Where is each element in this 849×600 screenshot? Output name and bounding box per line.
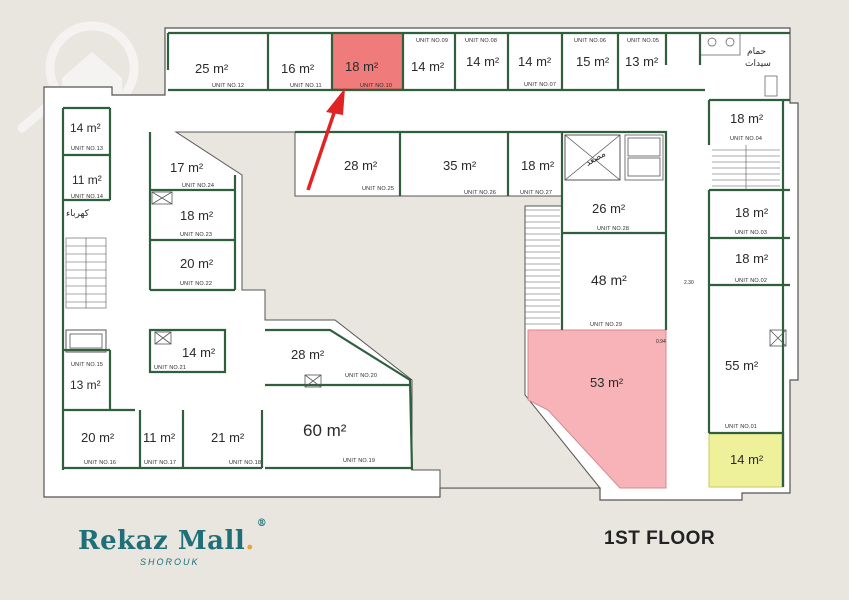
floor-label: 1ST FLOOR [604,528,716,549]
room-unit-01: UNIT NO.01 [725,424,757,430]
room-unit-23: UNIT NO.23 [180,232,212,238]
room-area-05: 13 m² [625,54,659,69]
stairs-left [65,237,107,309]
atrium-void [174,131,602,489]
room-area-04: 18 m² [730,111,764,126]
room-area-26: 35 m² [443,158,477,173]
room-unit-29: UNIT NO.29 [590,322,622,328]
dimension-a: 2.30 [684,280,694,286]
room-unit-03: UNIT NO.03 [735,230,767,236]
red-arrow [306,88,345,191]
room-unit-26: UNIT NO.26 [464,190,496,196]
room-area-22: 20 m² [180,256,214,271]
room-area-yellow: 14 m² [730,452,764,467]
room-area-53: 53 m² [590,375,624,390]
room-unit-17: UNIT NO.17 [144,460,176,466]
room-area-23: 18 m² [180,208,214,223]
dimension-b: 0.94 [656,339,666,345]
room-unit-19: UNIT NO.19 [343,458,375,464]
room-area-06: 15 m² [576,54,610,69]
room-area-10: 18 m² [345,59,379,74]
room-unit-16: UNIT NO.16 [84,460,116,466]
room-unit-11: UNIT NO.11 [290,83,322,89]
room-unit-02: UNIT NO.02 [735,278,767,284]
corridors [170,100,705,115]
room-area-21: 14 m² [182,345,216,360]
room-unit-21: UNIT NO.21 [154,365,186,371]
room-area-03: 18 m² [735,205,769,220]
room-area-13: 14 m² [70,121,101,135]
room-unit-10: UNIT NO.10 [360,83,392,89]
room-area-24: 17 m² [170,160,204,175]
room-unit-22: UNIT NO.22 [180,281,212,287]
stairs-right [712,145,780,190]
room-area-17: 11 m² [143,430,176,445]
room-area-16: 20 m² [81,430,115,445]
room-unit-20: UNIT NO.20 [345,373,377,379]
room-unit-28: UNIT NO.28 [597,226,629,232]
room-area-27: 18 m² [521,158,555,173]
room-area-18: 21 m² [211,430,245,445]
room-area-07: 14 m² [518,54,552,69]
restroom-label: حمام [747,47,766,57]
room-area-25: 28 m² [344,158,378,173]
room-area-14: 11 m² [72,173,102,187]
room-area-12: 25 m² [195,61,229,76]
room-area-08: 14 m² [466,54,500,69]
room-unit-04: UNIT NO.04 [730,136,762,142]
room-area-19: 60 m² [303,421,347,440]
shafts [65,134,787,388]
room-unit-08: UNIT NO.08 [465,38,497,44]
brand-subtitle: SHOROUK [140,557,200,567]
brand-dot: . [245,526,255,556]
room-unit-05: UNIT NO.05 [627,38,659,44]
room-unit-06: UNIT NO.06 [574,38,606,44]
brand-name: Rekaz Mall [78,526,246,556]
restrooms [699,32,778,97]
room-unit-24: UNIT NO.24 [182,183,214,189]
room-area-20: 28 m² [291,347,325,362]
room-labels: 25 m² UNIT NO.12 16 m² UNIT NO.11 18 m² … [70,38,769,467]
stairs-center [525,209,560,325]
highlight-unit-14-yellow [708,432,784,488]
room-area-09: 14 m² [411,59,445,74]
room-unit-25: UNIT NO.25 [362,186,394,192]
room-area-15: 13 m² [70,378,101,392]
walls [61,31,790,487]
room-unit-18: UNIT NO.18 [229,460,261,466]
room-unit-15: UNIT NO.15 [71,362,103,368]
room-area-28: 26 m² [592,201,626,216]
brand-logo: Rekaz Mall.® [78,518,267,556]
electricity-room-label: كهرباء [66,209,90,219]
room-unit-07: UNIT NO.07 [524,82,556,88]
room-area-01: 55 m² [725,358,759,373]
room-unit-27: UNIT NO.27 [520,190,552,196]
restroom-ladies-label: سيدات [745,59,771,69]
room-unit-14: UNIT NO.14 [71,194,103,200]
room-unit-13: UNIT NO.13 [71,146,103,152]
room-area-11: 16 m² [281,61,315,76]
room-unit-12: UNIT NO.12 [212,83,244,89]
brand-reg-mark: ® [256,518,268,529]
room-area-02: 18 m² [735,251,769,266]
room-unit-09: UNIT NO.09 [416,38,448,44]
room-area-29: 48 m² [591,272,627,288]
